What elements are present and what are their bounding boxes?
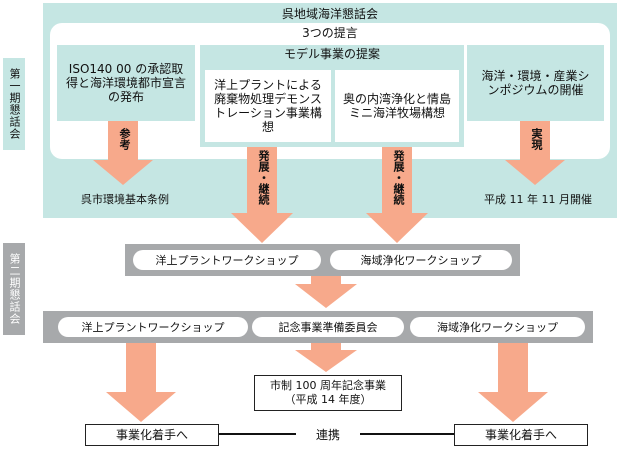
phase1-side-label-box: 第一期懇話会	[3, 58, 25, 150]
proposals-title: 3つの提言	[302, 26, 358, 40]
action-box-right-label: 事業化着手へ	[484, 428, 557, 442]
phase3-ws-plant: 洋上プラントワークショップ	[58, 317, 248, 337]
memorial-project-line2: （平成 14 年度）	[284, 393, 372, 406]
link-label-text: 連携	[315, 428, 340, 442]
proposal-box-symposium: 海洋・環境・産業シンポジウムの開催	[467, 45, 604, 121]
action-box-right: 事業化着手へ	[454, 424, 588, 446]
phase3-committee: 記念事業準備委員会	[252, 317, 404, 337]
phase2-side-label-box: 第二期懇話会	[3, 243, 25, 335]
phase3-committee-label: 記念事業準備委員会	[278, 320, 378, 334]
arrow-develop-left	[231, 147, 293, 243]
arrow-realized	[505, 121, 565, 185]
link-label: 連携	[296, 425, 360, 445]
arrow-label-realized: 実現	[530, 128, 543, 150]
phase1-side-label: 第一期懇話会	[8, 68, 21, 140]
arrow-label-develop-left: 発展・継続	[257, 150, 270, 205]
memorial-project-box: 市制 100 周年記念事業 （平成 14 年度）	[254, 375, 402, 411]
arrow-label-reference: 参考	[118, 128, 131, 150]
memorial-project-line1: 市制 100 周年記念事業	[270, 379, 386, 392]
proposal-box-plant-text: 洋上プラントによる廃棄物処理デモンストレーション事業構想	[214, 78, 322, 134]
result-environment-ordinance: 呉市環境基本条例	[60, 190, 190, 208]
proposal-box-bay: 奥の内湾浄化と情島ミニ海洋牧場構想	[335, 70, 459, 142]
proposal-box-plant: 洋上プラントによる廃棄物処理デモンストレーション事業構想	[205, 70, 331, 142]
arrow-left-to-action	[106, 343, 176, 422]
phase1-title: 呉地域海洋懇話会	[281, 7, 378, 21]
proposal-box-iso-text: ISO140 00 の承認取得と海洋環境都市宣言の発布	[65, 62, 186, 104]
phase2-ws-sea: 海域浄化ワークショップ	[330, 250, 512, 270]
arrow-right-to-action	[478, 343, 548, 422]
phase3-ws-sea: 海域浄化ワークショップ	[410, 317, 585, 337]
phase2-ws-plant: 洋上プラントワークショップ	[133, 250, 321, 270]
arrow-committee-to-memorial	[295, 343, 357, 372]
proposal-box-symposium-text: 海洋・環境・産業シンポジウムの開催	[481, 69, 590, 97]
phase2-side-label: 第二期懇話会	[8, 253, 21, 325]
proposal-box-iso: ISO140 00 の承認取得と海洋環境都市宣言の発布	[57, 45, 195, 121]
proposal-box-bay-text: 奥の内湾浄化と情島ミニ海洋牧場構想	[343, 92, 452, 120]
phase2-ws-plant-label: 洋上プラントワークショップ	[155, 253, 299, 267]
phase3-ws-plant-label: 洋上プラントワークショップ	[81, 320, 225, 334]
result-environment-ordinance-text: 呉市環境基本条例	[81, 192, 169, 206]
arrow-label-develop-right: 発展・継続	[392, 150, 405, 205]
model-project-title: モデル事業の提案	[283, 47, 380, 61]
phase2-ws-sea-label: 海域浄化ワークショップ	[360, 253, 482, 267]
action-box-left-label: 事業化着手へ	[115, 428, 188, 442]
arrow-develop-right	[366, 147, 428, 243]
action-box-left: 事業化着手へ	[85, 424, 219, 446]
arrow-reference	[93, 121, 153, 185]
arrow-phase2-to-phase3	[295, 276, 357, 308]
result-symposium-date: 平成 11 年 11 月開催	[470, 190, 606, 208]
result-symposium-date-text: 平成 11 年 11 月開催	[484, 192, 592, 206]
phase3-ws-sea-label: 海域浄化ワークショップ	[437, 320, 558, 334]
